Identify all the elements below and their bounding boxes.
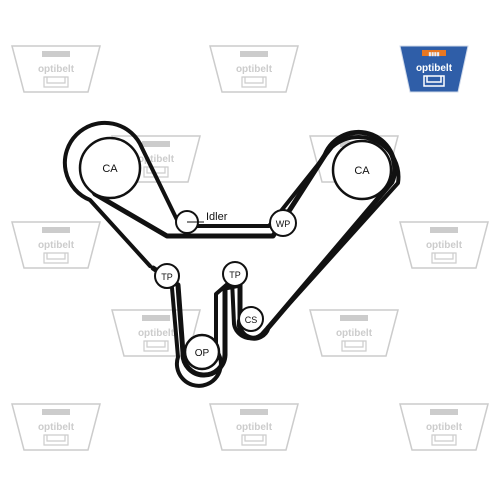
pulley-tp-right: TP — [222, 261, 248, 287]
watermark-emblem — [43, 76, 69, 88]
svg-text:▮▮▮▮: ▮▮▮▮ — [428, 52, 439, 58]
watermark-frame — [399, 403, 489, 451]
pulley-tp-left: TP — [154, 263, 180, 289]
watermark-frame — [11, 45, 101, 93]
watermark-tile: optibelt — [309, 309, 399, 357]
watermark-tile: optibelt — [399, 221, 489, 269]
watermark-emblem — [341, 340, 367, 352]
watermark-text: optibelt — [236, 64, 273, 75]
watermark-tile: optibelt — [11, 221, 101, 269]
watermark-tile: optibelt — [11, 403, 101, 451]
watermark-text: optibelt — [426, 240, 463, 251]
pulley-ca-left: CA — [78, 136, 142, 200]
watermark-text: optibelt — [426, 422, 463, 433]
watermark-bar — [340, 315, 368, 321]
pulley-label-cs: CS — [245, 315, 258, 325]
pulley-label-tp-left: TP — [161, 272, 173, 282]
pulley-label-idler: Idler — [206, 211, 228, 223]
pulley-label-op: OP — [195, 348, 210, 359]
watermark-text: optibelt — [38, 422, 75, 433]
watermark-bar — [42, 227, 70, 233]
logo-text: optibelt — [416, 63, 453, 74]
pulley-label-ca-left: CA — [102, 163, 118, 175]
pulley-idler: Idler — [175, 210, 228, 234]
watermark-bar — [142, 315, 170, 321]
pulley-cs: CS — [238, 306, 264, 332]
watermark-bar — [430, 227, 458, 233]
watermark-bar — [240, 409, 268, 415]
watermark-frame — [11, 403, 101, 451]
watermark-bar — [430, 409, 458, 415]
watermark-bar — [42, 51, 70, 57]
pulley-label-ca-right: CA — [354, 165, 370, 177]
watermark-bar — [142, 141, 170, 147]
watermark-frame — [11, 221, 101, 269]
optibelt-logo: ▮▮▮▮ optibelt — [399, 45, 469, 93]
watermark-frame — [399, 221, 489, 269]
pulley-wp: WP — [269, 209, 297, 237]
watermark-frame — [209, 403, 299, 451]
watermark-text: optibelt — [38, 240, 75, 251]
watermark-emblem — [431, 434, 457, 446]
watermark-text: optibelt — [138, 328, 175, 339]
watermark-text: optibelt — [336, 328, 373, 339]
watermark-emblem — [43, 434, 69, 446]
watermark-bar — [42, 409, 70, 415]
watermark-emblem — [43, 252, 69, 264]
watermark-emblem — [143, 340, 169, 352]
watermark-emblem — [431, 252, 457, 264]
watermark-text: optibelt — [38, 64, 75, 75]
watermark-tile: optibelt — [209, 45, 299, 93]
watermark-tile: optibelt — [209, 403, 299, 451]
watermark-emblem — [241, 76, 267, 88]
watermark-layer: optibelt optibelt optibelt optibelt optibelt… — [11, 45, 489, 451]
pulley-label-tp-right: TP — [229, 270, 241, 280]
watermark-emblem — [241, 434, 267, 446]
pulley-label-wp: WP — [276, 219, 291, 229]
watermark-text: optibelt — [138, 154, 175, 165]
watermark-frame — [309, 309, 399, 357]
watermark-tile: optibelt — [11, 45, 101, 93]
watermark-text: optibelt — [236, 422, 273, 433]
watermark-tile: optibelt — [399, 403, 489, 451]
watermark-frame — [209, 45, 299, 93]
belt-inner-edge — [62, 120, 401, 388]
watermark-bar — [240, 51, 268, 57]
pulley-op: OP — [183, 333, 221, 371]
pulley-ca-right: CA — [331, 139, 393, 201]
